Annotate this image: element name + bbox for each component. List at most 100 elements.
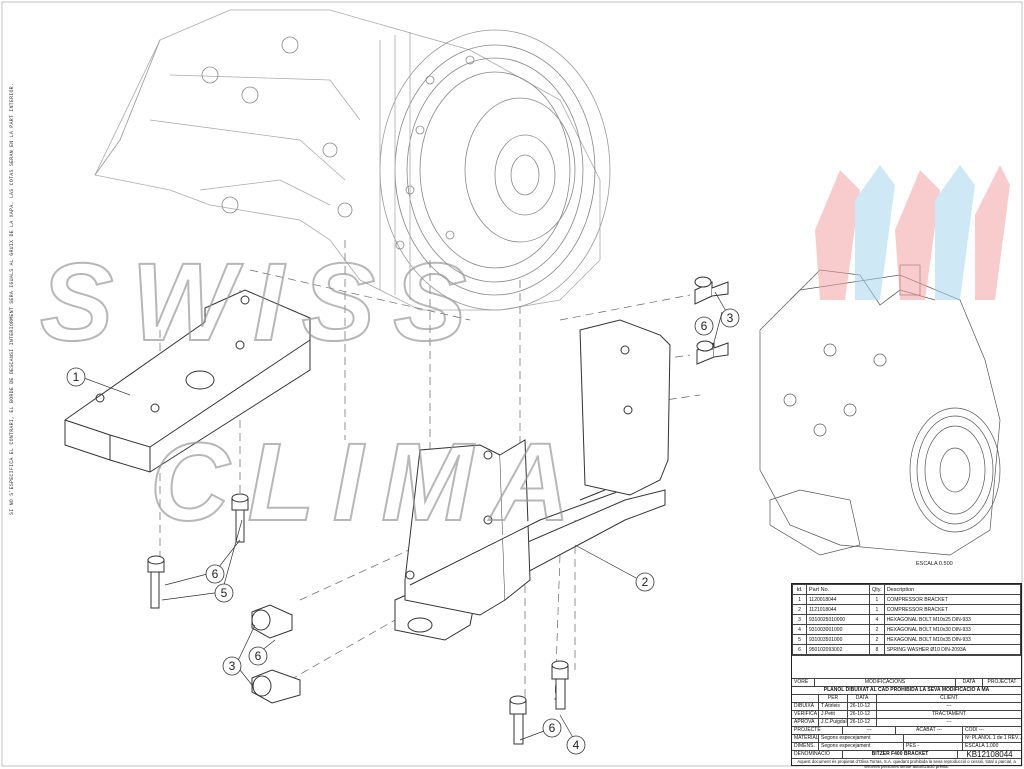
svg-text:3: 3 — [727, 311, 734, 325]
projecte-value: --- — [843, 727, 896, 734]
part-qty: 2 — [869, 634, 885, 645]
col-id: Id. — [792, 584, 807, 595]
scaled-iso-view — [759, 264, 1001, 556]
part-id: 5 — [792, 634, 807, 645]
per-label: PER — [819, 695, 848, 702]
client-value: --- — [946, 703, 952, 709]
signoff-role: APROVA — [792, 719, 819, 726]
watermark-line2: CLIMA — [150, 421, 588, 544]
footer-row: Aquest document és propietat d'Oliva Tor… — [792, 758, 1021, 769]
part-description: HEXAGONAL BOLT M10x25 DIN-933 — [883, 614, 1022, 625]
part-number: 1121018044 — [806, 604, 870, 615]
signoff-date: 26-10-12 — [848, 719, 877, 726]
part-2-bracket — [394, 319, 671, 641]
material-label: MATERIAL — [794, 735, 819, 742]
part-id: 6 — [792, 644, 807, 655]
part-id: 3 — [792, 614, 807, 625]
acabat-label: ACABAT — [916, 727, 936, 733]
revision-header-row: VORE MODIFICACIONS DATA PROJECTAT — [792, 678, 1021, 686]
projecte-label: PROJECTE — [792, 727, 843, 734]
svg-text:2: 2 — [642, 575, 649, 589]
watermark-line1: SWISS — [40, 241, 485, 364]
compressor-clutch-view — [94, 9, 611, 311]
signoff-name: J.Petit — [819, 711, 848, 718]
col-part-no: Part No. — [806, 584, 870, 595]
part-qty: 4 — [869, 614, 885, 625]
data-label: DATA — [848, 695, 877, 702]
scale-view-label: ESCALA 0.500 — [916, 561, 953, 567]
sheet-number: 1 de 1 — [992, 735, 1007, 741]
part-qty: 2 — [869, 624, 885, 635]
callout-3-lower: 3 — [222, 656, 242, 676]
bolt-bottom-left — [509, 695, 527, 745]
plano-label: Nº PLÀNOL — [965, 735, 992, 741]
svg-text:6: 6 — [549, 721, 556, 735]
bolt-front-upper — [251, 604, 293, 639]
signoff-date: 26-10-12 — [848, 703, 877, 710]
signoff-role: VERIFICA — [794, 711, 819, 718]
escala-cell: ESCALA 1.000 — [963, 743, 1021, 750]
callouts: 1 2 3 3 4 5 6 6 6 6 — [66, 308, 740, 755]
svg-text:3: 3 — [229, 659, 236, 673]
project-row: PROJECTE --- ACABAT --- CODI --- — [792, 726, 1021, 734]
dimens-label: DIMENS. — [792, 743, 819, 750]
escala-label: ESCALA — [965, 743, 985, 749]
rev-label: VORE — [792, 679, 815, 686]
svg-text:5: 5 — [221, 586, 228, 600]
part-id: 4 — [792, 624, 807, 635]
pes-value: - — [917, 743, 920, 749]
pes-label: PES — [906, 743, 917, 749]
part-description: HEXAGONAL BOLT M10x30 DIN-933 — [883, 624, 1022, 635]
denominacio-label: DENOMINACIÓ — [792, 751, 843, 758]
drawing-number: KB12108044 — [966, 751, 1013, 758]
callout-5: 5 — [214, 583, 234, 603]
svg-text:6: 6 — [255, 649, 262, 663]
signoff-role: DIBUIXA — [792, 703, 819, 710]
material-value: Segons especejament — [819, 735, 904, 742]
part-qty: 1 — [869, 604, 885, 615]
callout-3-upper: 3 — [720, 308, 740, 328]
callout-6-left: 6 — [205, 564, 225, 584]
part-number: 931003501000 — [806, 634, 870, 645]
part-description: SPRING WASHER Ø10 DIN-2093A — [883, 644, 1022, 655]
part-number: 9310025010000 — [806, 614, 870, 625]
plano-cell: Nº PLÀNOL 1 de 1 REV. A — [963, 735, 1021, 742]
tractament-label: TRACTAMENT — [932, 711, 966, 717]
part-number: 1120018044 — [806, 594, 870, 605]
revision-blank-area — [792, 655, 1021, 678]
part-id: 2 — [792, 604, 807, 615]
codi-label: CODI — [965, 727, 978, 733]
modifications-label: MODIFICACIONS — [815, 679, 956, 686]
svg-text:6: 6 — [212, 567, 219, 581]
part-description: COMPRESSOR BRACKET — [883, 604, 1022, 615]
svg-text:4: 4 — [573, 738, 580, 752]
part-id: 1 — [792, 594, 807, 605]
col-qty: Qty. — [869, 584, 885, 595]
denominacio-value: BITZER F400 BRACKET — [843, 751, 958, 758]
col-description: Description — [883, 584, 1022, 595]
signoff-name: T.Atirleis — [819, 703, 848, 710]
material-row: MATERIAL Segons especejament Nº PLÀNOL 1… — [792, 734, 1021, 742]
bolt-left-lower — [147, 555, 165, 609]
callout-6-upper: 6 — [694, 316, 714, 336]
part-description: HEXAGONAL BOLT M10x35 DIN-933 — [883, 634, 1022, 645]
signoff-name: J.C.Puigdal — [821, 719, 848, 726]
tractament-value: --- — [946, 719, 952, 725]
codi-cell: CODI --- — [963, 727, 1021, 734]
parts-header-row: Id. Part No. Qty. Description — [792, 584, 1022, 595]
part-1-bracket — [64, 289, 311, 473]
dimens-value: Segons especejament — [819, 743, 904, 750]
warning-row: PLÀNOL DIBUIXAT AL CAD PROHIBIDA LA SEVA… — [792, 686, 1021, 694]
part-description: COMPRESSOR BRACKET — [883, 594, 1022, 605]
callout-6-lower: 6 — [542, 718, 562, 738]
cad-warning: PLÀNOL DIBUIXAT AL CAD PROHIBIDA LA SEVA… — [823, 687, 990, 693]
